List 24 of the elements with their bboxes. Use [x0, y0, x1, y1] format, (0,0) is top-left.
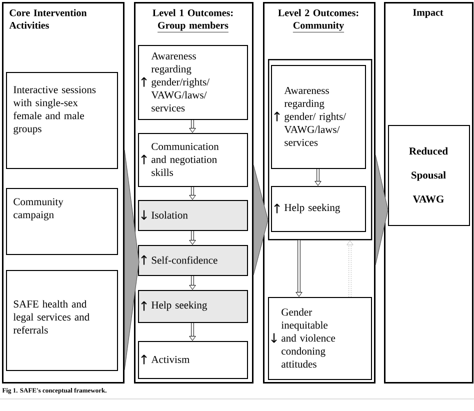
chevron-arrow [375, 154, 388, 266]
arrow [314, 168, 322, 186]
arrow [296, 240, 302, 297]
arrow [189, 230, 196, 245]
activity-box: SAFE health and legal services and referrals [6, 270, 118, 371]
arrow [346, 240, 354, 297]
outcome-box: ↑ Communication and negotiation skills [138, 132, 248, 187]
arrow [189, 120, 196, 133]
outcome-box: ↑ Awareness regarding gender/ rights/ VAWG/laws/ services [271, 65, 366, 169]
outcome-box: ↓ Gender inequitable and violence condoning attitudes [268, 296, 372, 380]
outcome-box: ↑ Help seeking [138, 290, 248, 323]
arrow [189, 186, 196, 200]
impact-box: Reduced Spousal VAWG [388, 125, 470, 226]
chevron-arrow [253, 164, 268, 276]
outcome-box: ↑ Awareness regarding gender/rights/ VAWG/laws/ services [138, 45, 248, 120]
outcome-box: ↓ Isolation [138, 200, 248, 231]
outcome-box: ↑ Activism [138, 340, 248, 379]
arrow [189, 322, 196, 341]
arrow [189, 276, 196, 290]
activity-box: Community campaign [6, 188, 118, 255]
chevron-arrow [124, 150, 140, 370]
outcome-box: ↑ Help seeking [271, 186, 366, 232]
activity-box: Interactive sessions with single-sex female and male groups [6, 72, 118, 169]
outcome-box: ↑ Self-confidence [138, 245, 248, 276]
